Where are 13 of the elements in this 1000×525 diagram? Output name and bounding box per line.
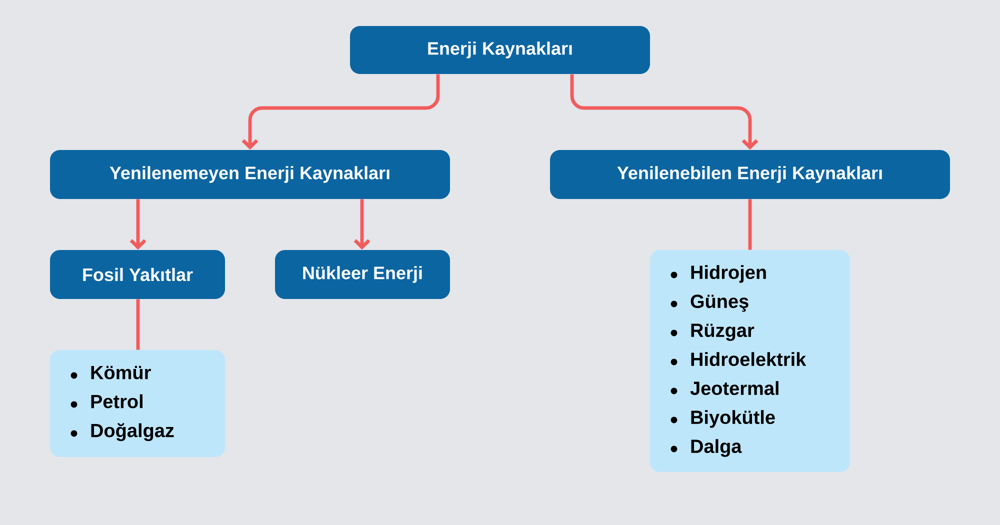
list-box: Hidrojen Güneş Rüzgar Hidroelektrik Jeotermal Biyokütle Dalga <box>650 250 850 472</box>
category-box: Yenilenemeyen Enerji Kaynakları <box>50 150 450 199</box>
category-box: Fosil Yakıtlar <box>50 250 225 299</box>
arrow <box>242 74 440 150</box>
arrow <box>130 199 146 250</box>
arrow <box>354 199 370 250</box>
category-box: Yenilenebilen Enerji Kaynakları <box>550 150 950 199</box>
category-box: Nükleer Enerji <box>275 250 450 299</box>
arrow <box>570 74 758 150</box>
title-box: Enerji Kaynakları <box>350 26 650 74</box>
connector-line <box>748 199 752 250</box>
list-box: Kömür Petrol Doğalgaz <box>50 350 225 457</box>
connector-line <box>136 299 140 350</box>
